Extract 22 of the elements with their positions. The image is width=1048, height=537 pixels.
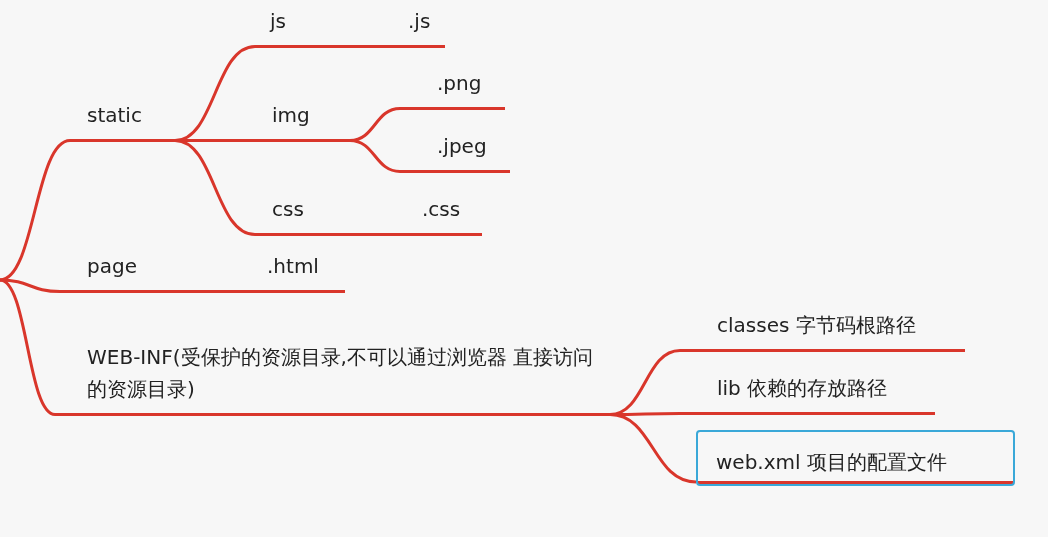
branch-topic: static: [70, 102, 175, 142]
branch-line: [305, 45, 340, 48]
branch-topic: .jpeg: [400, 133, 510, 173]
branch-line: [0, 139, 71, 282]
branch-topic: .png: [400, 70, 505, 110]
branch-line: [349, 139, 401, 173]
branch-topic: css: [255, 196, 315, 236]
branch-topic: .js: [340, 8, 445, 48]
branch-topic: .html: [175, 253, 345, 293]
highlighted-topic: web.xml 项目的配置文件: [696, 430, 1015, 486]
branch-topic: page: [60, 253, 160, 293]
branch-topic: js: [255, 8, 305, 48]
branch-line: [0, 278, 56, 416]
branch-line: [609, 413, 697, 484]
branch-topic: .css: [330, 196, 482, 236]
branch-topic: WEB-INF(受保护的资源目录,不可以通过浏览器 直接访问的资源目录): [55, 334, 610, 416]
branch-line: [315, 233, 330, 236]
branch-line: [160, 290, 175, 293]
branch-topic: classes 字节码根路径: [680, 312, 965, 352]
branch-line: [174, 139, 256, 236]
branch-topic: img: [255, 102, 350, 142]
branch-topic: lib 依赖的存放路径: [680, 375, 935, 415]
